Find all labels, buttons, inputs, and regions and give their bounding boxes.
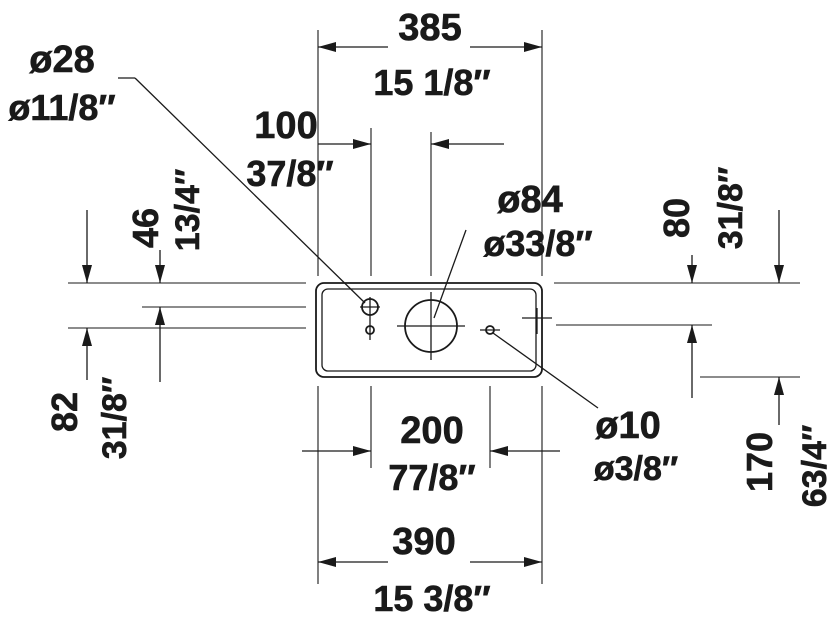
small-hole-dia-mm: ø28 (29, 39, 94, 81)
small-hole-dia-in: ø11/8″ (8, 87, 115, 128)
mid-width-in: 77/8″ (388, 457, 475, 498)
tiny-hole-dia-in: ø3/8″ (594, 450, 678, 488)
tank-outer-edge (315, 282, 543, 378)
large-hole-dia-in: ø33/8″ (483, 223, 592, 264)
right-top-in: 31/8″ (712, 167, 750, 249)
dimension-labels: 385 15 1/8″ 100 37/8″ ø28 ø11/8″ ø84 ø33… (8, 7, 832, 620)
mid-width-mm: 200 (400, 410, 463, 452)
extension-lines (68, 30, 800, 584)
left-top-in: 13/4″ (169, 169, 207, 251)
top-width-mm: 385 (398, 7, 461, 49)
right-bottom-mm: 170 (739, 432, 780, 492)
tank-outline (315, 282, 543, 378)
leader-lines (118, 77, 599, 409)
left-top-mm: 46 (125, 208, 166, 248)
right-top-mm: 80 (656, 198, 697, 238)
bottom-width-in: 15 3/8″ (373, 578, 490, 619)
large-hole-dia-mm: ø84 (497, 179, 562, 221)
left-bottom-mm: 82 (44, 392, 85, 432)
dimension-lines (82, 42, 784, 567)
top-width-in: 15 1/8″ (373, 62, 490, 103)
bottom-width-mm: 390 (392, 521, 455, 563)
holes (360, 292, 552, 360)
tiny-hole-dia-mm: ø10 (595, 405, 660, 447)
left-bottom-in: 31/8″ (96, 377, 134, 459)
hole-offset-in: 37/8″ (246, 153, 333, 194)
right-bottom-in: 63/4″ (796, 425, 832, 507)
hole-offset-mm: 100 (254, 105, 317, 147)
tank-inner-edge (321, 288, 537, 372)
tiny-hole-left (365, 325, 375, 335)
